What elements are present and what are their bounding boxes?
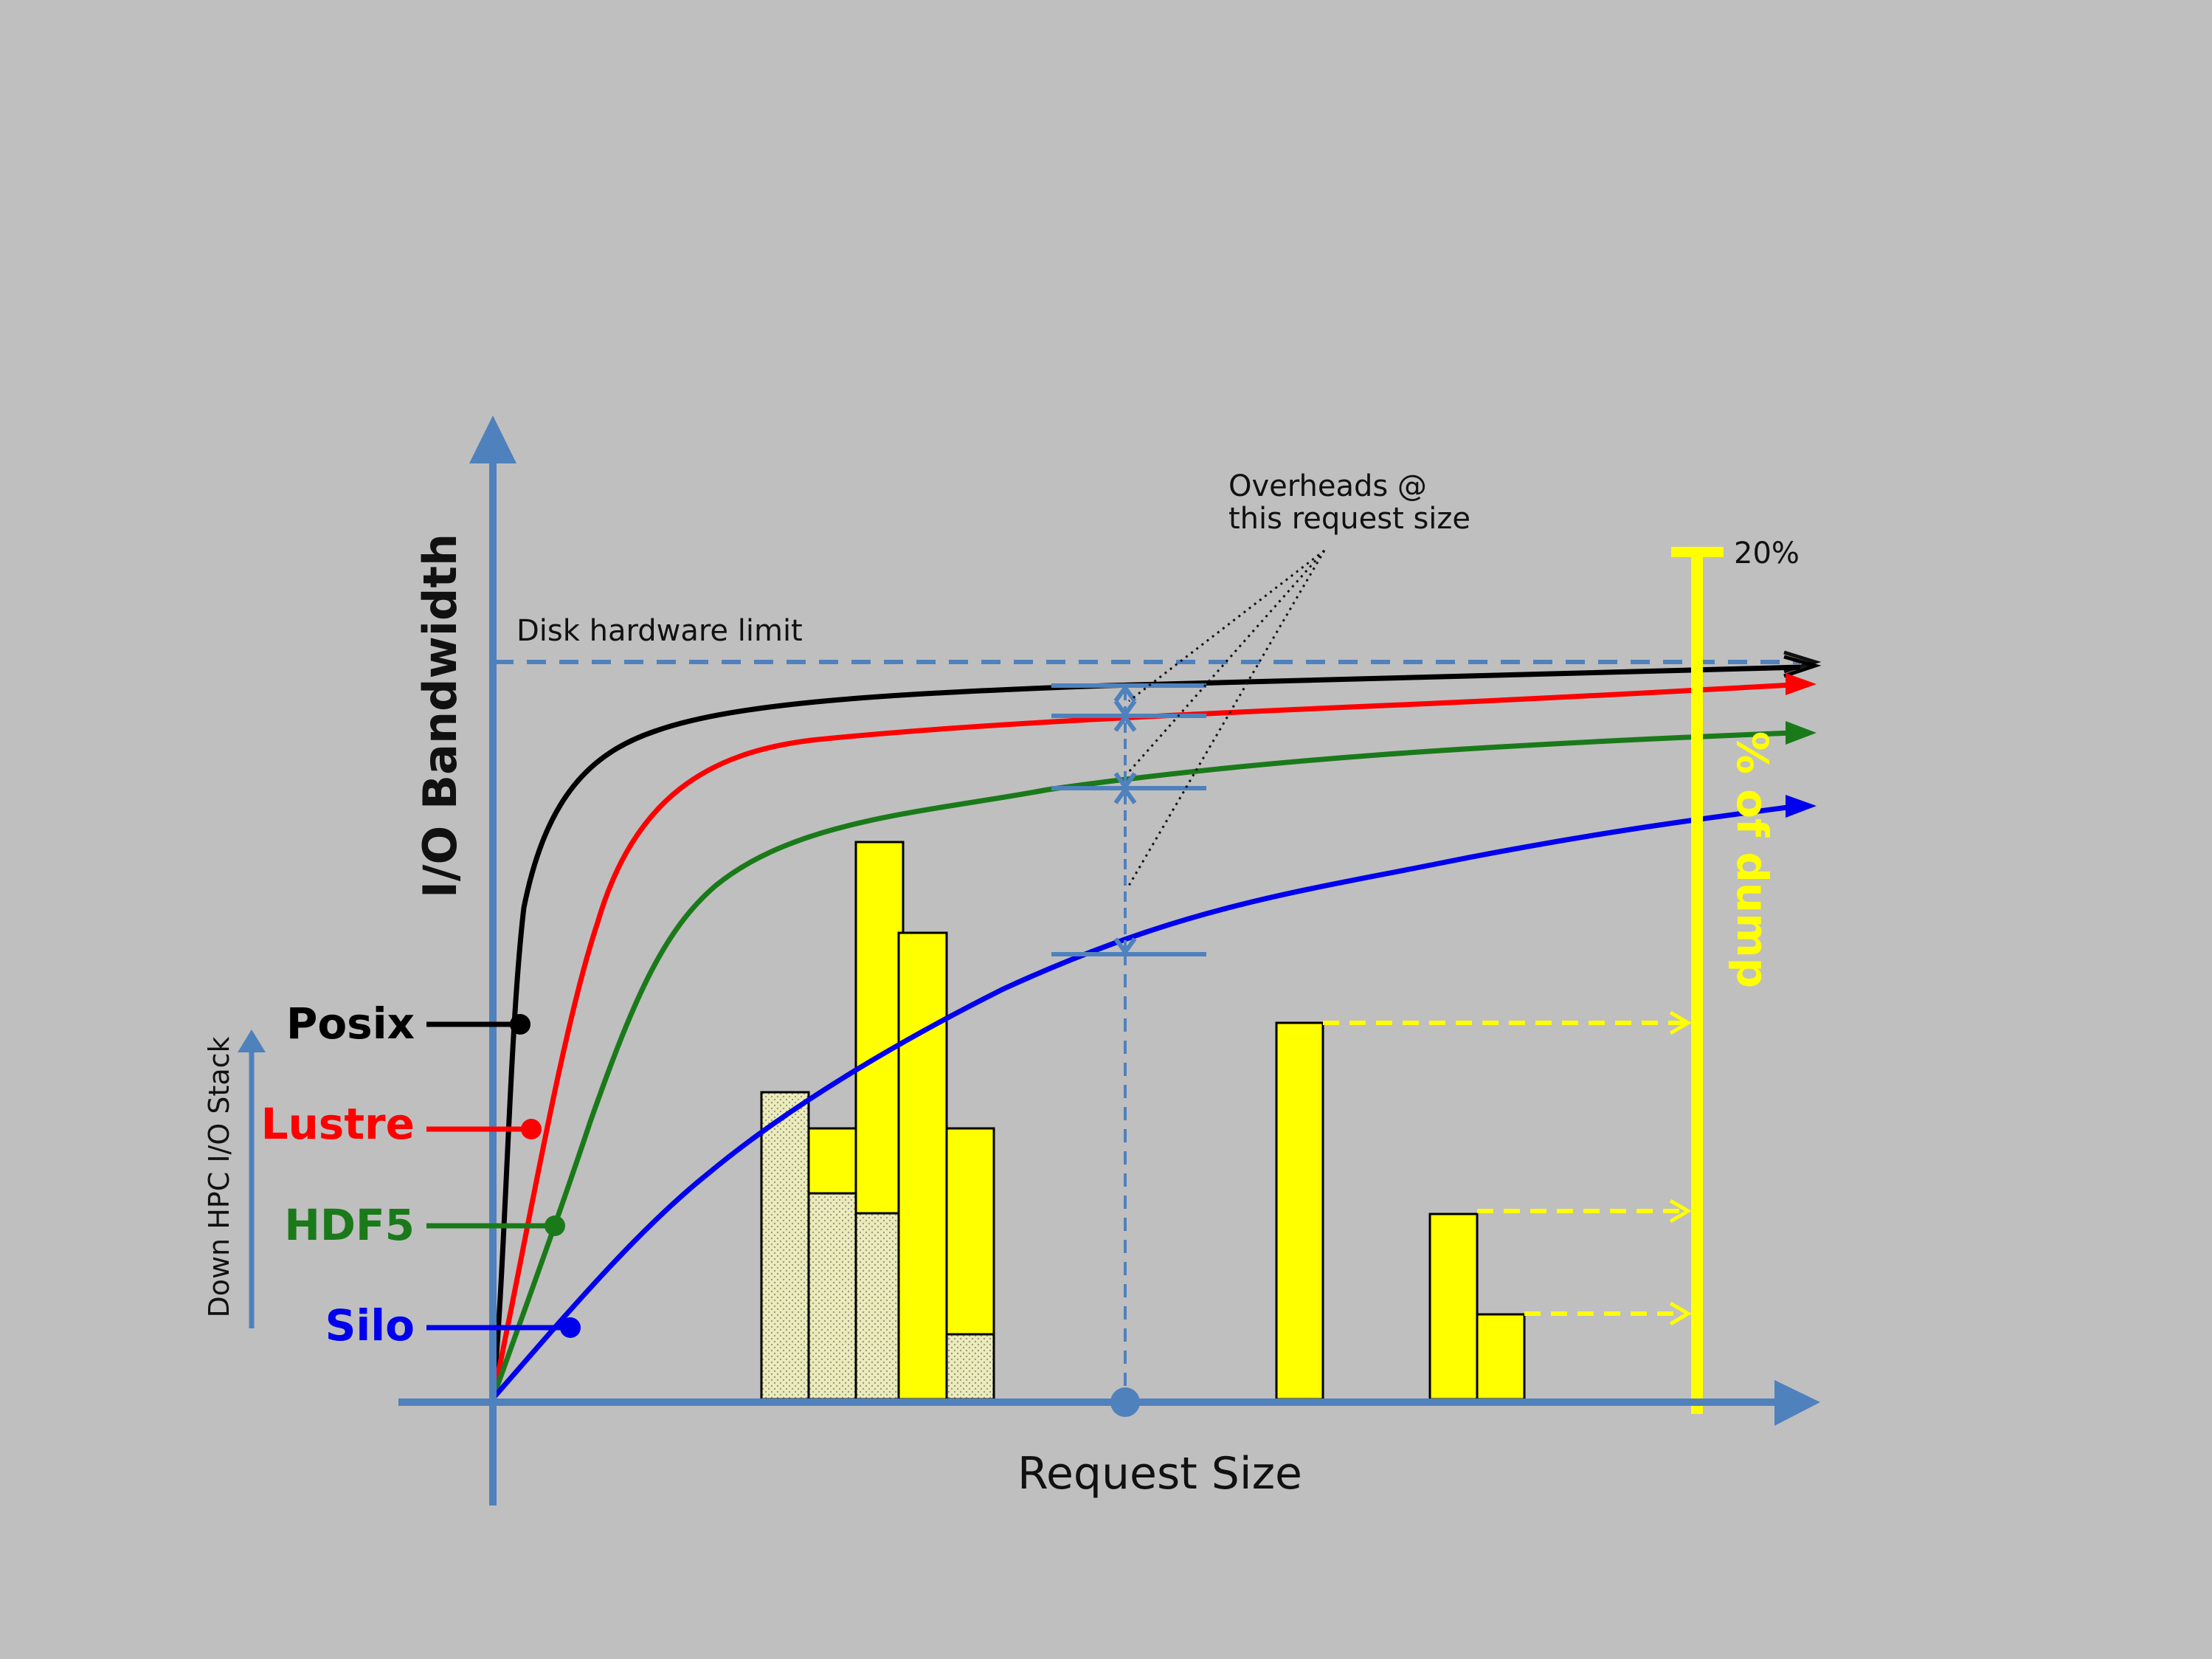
arrowhead-lustre — [1786, 673, 1817, 695]
curve-silo — [491, 804, 1794, 1401]
request-size-marker — [1110, 1387, 1140, 1417]
dump-axis-label: % of dump — [1727, 731, 1777, 988]
histogram-bar-hatched — [807, 1192, 857, 1401]
y-axis-label: I/O Bandwidth — [413, 534, 467, 898]
curve-hdf5 — [490, 730, 1794, 1400]
layer-label-lustre: Lustre — [261, 1099, 415, 1149]
histogram-bar — [1275, 1021, 1324, 1401]
histogram-bar — [854, 841, 905, 1215]
layer-lustre: Lustre — [261, 1099, 542, 1149]
dump-leaders — [1323, 1010, 1692, 1326]
x-axis-label: Request Size — [1017, 1448, 1302, 1500]
curve-lustre — [490, 682, 1794, 1399]
disk-limit-label: Disk hardware limit — [516, 614, 803, 648]
histogram-bar — [1476, 1313, 1526, 1401]
arrowhead-silo — [1786, 795, 1817, 818]
overhead-callout-lines — [1127, 549, 1326, 886]
layer-posix: Posix — [286, 998, 530, 1049]
stack-arrowhead — [238, 1029, 266, 1052]
layer-hdf5: HDF5 — [284, 1200, 565, 1250]
arrowhead-hdf5 — [1786, 721, 1817, 745]
histogram-bar-hatched — [854, 1212, 900, 1401]
dump-max-label: 20% — [1734, 537, 1800, 570]
histogram-bar — [897, 931, 948, 1401]
layer-label-hdf5: HDF5 — [284, 1200, 415, 1250]
histogram-bar — [945, 1127, 995, 1336]
x-axis-arrowhead — [1774, 1380, 1820, 1426]
histogram-bar — [807, 1127, 857, 1195]
layer-silo: Silo — [325, 1300, 581, 1351]
overhead-markers — [1051, 683, 1206, 1401]
histogram-bar-hatched — [760, 1091, 810, 1401]
y-axis-arrowhead — [469, 415, 516, 463]
histogram-bar — [1428, 1213, 1479, 1401]
histogram-bar-hatched — [945, 1333, 995, 1401]
layer-label-silo: Silo — [325, 1300, 415, 1351]
overhead-label-line2: this request size — [1228, 502, 1470, 536]
overhead-label-line1: Overheads @ — [1228, 469, 1427, 503]
stack-direction-label: Down HPC I/O Stack — [203, 1036, 235, 1317]
arrowhead-posix — [1783, 655, 1822, 678]
layer-label-posix: Posix — [286, 998, 415, 1049]
curve-posix — [490, 664, 1801, 1399]
